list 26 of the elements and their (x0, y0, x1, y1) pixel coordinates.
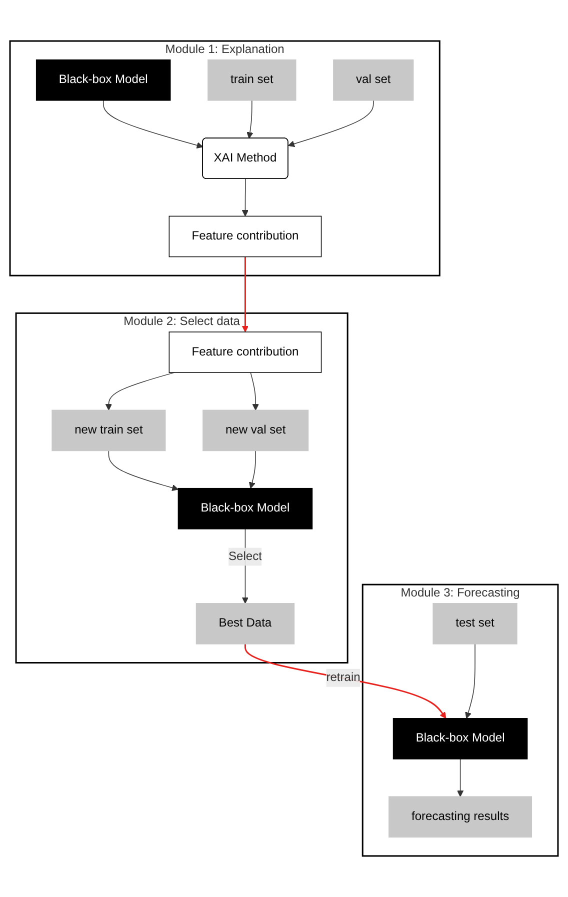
node-box: Feature contribution (168, 332, 322, 373)
node-box: val set (333, 59, 414, 101)
edge-label: retrain (326, 671, 360, 684)
node-box: test set (432, 603, 518, 644)
arrow (242, 256, 249, 332)
arrow (244, 644, 446, 719)
arrow (102, 100, 204, 148)
arrow (105, 372, 175, 410)
node-box: new train set (52, 410, 166, 452)
arrow (288, 100, 374, 148)
node-box: Black-box Model (392, 718, 528, 760)
edge-label: Select (228, 550, 262, 563)
node-box: forecasting results (388, 796, 532, 838)
arrow (242, 178, 249, 216)
arrow (250, 372, 259, 410)
arrow (248, 450, 256, 489)
node-box: train set (208, 59, 296, 101)
arrow (465, 644, 476, 719)
node-box: Feature contribution (168, 216, 322, 258)
node-box: new val set (202, 410, 309, 452)
node-box: Black-box Model (178, 488, 313, 530)
node-box: Black-box Model (36, 59, 171, 101)
node-box: Best Data (196, 603, 295, 644)
arrow (246, 100, 254, 139)
arrow (456, 758, 464, 797)
arrow (108, 450, 178, 491)
